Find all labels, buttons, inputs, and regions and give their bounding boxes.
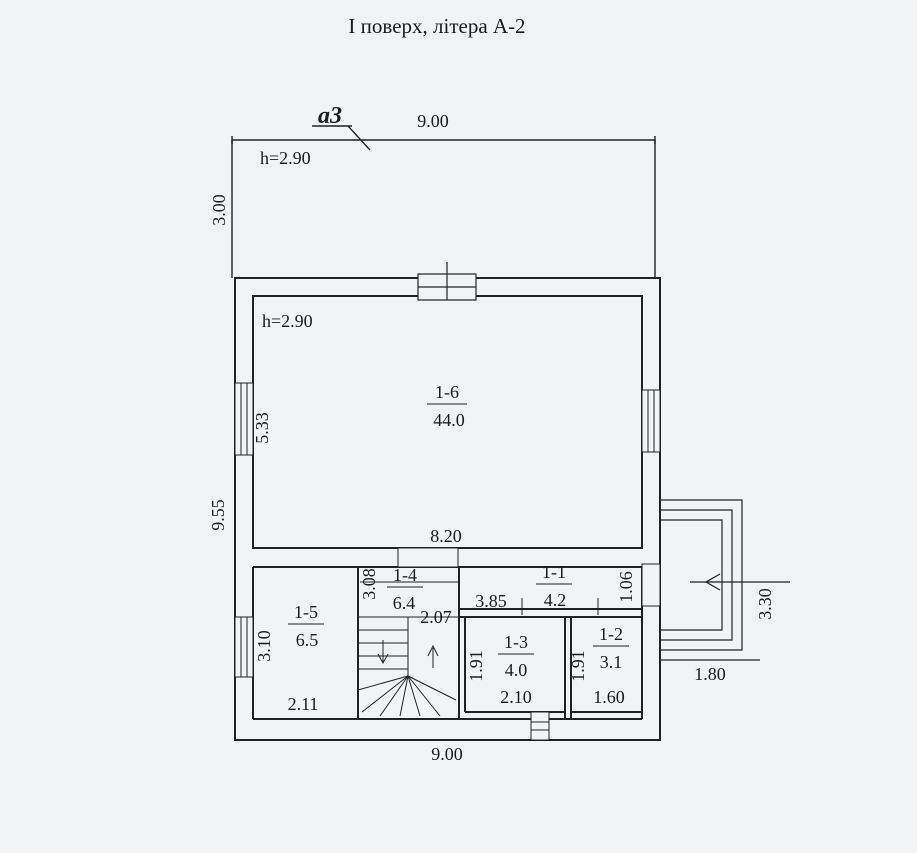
room-1-6-height: h=2.90 bbox=[262, 311, 313, 331]
windows bbox=[234, 382, 661, 741]
room-1-5-label: 1-5 6.5 bbox=[288, 602, 324, 650]
dim-room-1-2-width: 1.60 bbox=[593, 687, 625, 707]
room-1-2-id: 1-2 bbox=[599, 624, 623, 644]
room-1-1-id: 1-1 bbox=[542, 562, 566, 582]
dim-room-1-5-width: 2.11 bbox=[288, 694, 319, 714]
dim-ticks bbox=[360, 581, 599, 615]
dim-room-1-3-width: 2.10 bbox=[500, 687, 532, 707]
dim-room-1-4-depth: 3.08 bbox=[359, 568, 379, 600]
plan-title: I поверх, літера А-2 bbox=[348, 14, 525, 38]
room-1-3-id: 1-3 bbox=[504, 632, 528, 652]
room-1-5-area: 6.5 bbox=[296, 630, 319, 650]
room-1-4-area: 6.4 bbox=[393, 593, 416, 613]
room-1-4-label: 1-4 6.4 bbox=[387, 565, 423, 613]
top-door bbox=[417, 262, 477, 301]
dim-room-1-1-width: 3.85 bbox=[475, 591, 507, 611]
annex-height-label: h=2.90 bbox=[260, 148, 311, 168]
annex-width-dim: 9.00 bbox=[417, 111, 449, 131]
room-1-6-area: 44.0 bbox=[433, 410, 465, 430]
room-1-2-label: 1-2 3.1 bbox=[593, 624, 629, 672]
staircase bbox=[357, 616, 460, 720]
dim-room-1-6-depth: 5.33 bbox=[252, 412, 272, 444]
room-1-5-id: 1-5 bbox=[294, 602, 318, 622]
room-1-6-id: 1-6 bbox=[435, 382, 459, 402]
building-walls bbox=[234, 277, 661, 741]
dim-room-1-4-width: 2.07 bbox=[420, 607, 452, 627]
room-1-1-area: 4.2 bbox=[544, 590, 567, 610]
entrance-porch bbox=[660, 499, 790, 661]
annex-label: а3 bbox=[318, 103, 342, 129]
annex-depth-dim: 3.00 bbox=[209, 194, 229, 226]
dim-room-1-6-width: 8.20 bbox=[430, 526, 462, 546]
dim-porch-depth: 3.30 bbox=[755, 588, 775, 620]
room-1-6-label: 1-6 44.0 bbox=[427, 382, 467, 430]
dim-overall-width: 9.00 bbox=[431, 744, 463, 764]
room-1-2-area: 3.1 bbox=[600, 652, 623, 672]
dim-overall-depth: 9.55 bbox=[208, 499, 228, 531]
room-1-4-id: 1-4 bbox=[393, 565, 417, 585]
dim-room-1-3-depth: 1.91 bbox=[466, 650, 486, 682]
room-1-3-area: 4.0 bbox=[505, 660, 528, 680]
dim-room-1-1-depth: 1.06 bbox=[616, 571, 636, 603]
dim-porch-width: 1.80 bbox=[694, 664, 726, 684]
room-1-1-label: 1-1 4.2 bbox=[536, 562, 572, 610]
dim-room-1-5-depth: 3.10 bbox=[254, 630, 274, 662]
room-1-3-label: 1-3 4.0 bbox=[498, 632, 534, 680]
annex-a3 bbox=[231, 125, 656, 278]
dim-room-1-2-depth: 1.91 bbox=[568, 650, 588, 682]
